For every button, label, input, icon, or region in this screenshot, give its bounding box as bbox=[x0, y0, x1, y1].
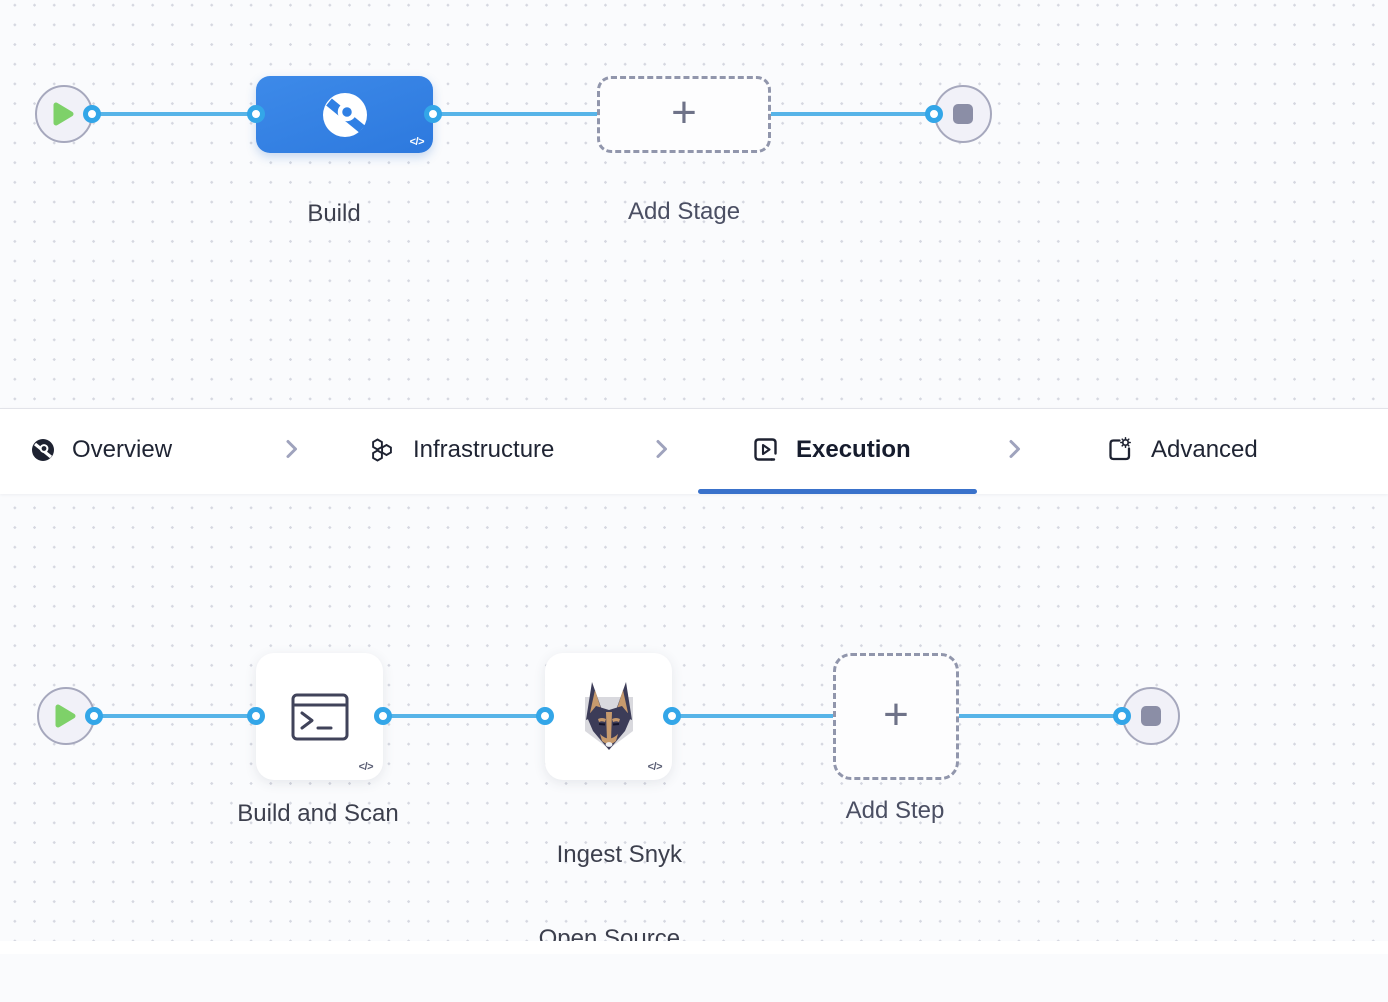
active-tab-indicator bbox=[698, 489, 977, 494]
tab-overview[interactable]: Overview bbox=[31, 409, 172, 490]
ci-overview-icon bbox=[31, 438, 55, 462]
terminal-icon bbox=[291, 693, 349, 741]
code-toggle-badge[interactable]: </> bbox=[358, 761, 374, 773]
plus-icon: + bbox=[883, 689, 909, 739]
run-pipeline-icon bbox=[752, 436, 779, 463]
flow-line bbox=[771, 112, 934, 116]
hexagons-icon bbox=[368, 436, 396, 464]
connector-port[interactable] bbox=[663, 707, 681, 725]
connector-port[interactable] bbox=[925, 105, 943, 123]
stage-label: Build bbox=[307, 200, 361, 227]
add-step-label: Add Step bbox=[845, 797, 945, 824]
pipeline-end-node[interactable] bbox=[934, 85, 992, 143]
tab-label: Infrastructure bbox=[413, 435, 555, 463]
flow-line bbox=[433, 112, 597, 116]
snyk-doberman-icon bbox=[573, 679, 645, 755]
chevron-right-icon bbox=[648, 435, 676, 463]
tab-label: Advanced bbox=[1151, 435, 1258, 463]
code-toggle-badge[interactable]: </> bbox=[409, 136, 425, 148]
stage-end-node[interactable] bbox=[1122, 687, 1180, 745]
tab-execution[interactable]: Execution bbox=[752, 409, 911, 490]
add-step-button[interactable]: + bbox=[833, 653, 959, 780]
ci-stage-icon bbox=[321, 91, 369, 139]
step-label: Build and Scan bbox=[237, 800, 399, 827]
tab-label: Overview bbox=[72, 435, 173, 463]
code-toggle-badge[interactable]: </> bbox=[647, 761, 663, 773]
flow-line bbox=[383, 714, 545, 718]
connector-port[interactable] bbox=[83, 105, 101, 123]
connector-port[interactable] bbox=[374, 707, 392, 725]
advanced-gear-icon bbox=[1106, 436, 1134, 464]
tab-label: Execution bbox=[796, 435, 911, 463]
flow-line bbox=[672, 714, 833, 718]
chevron-right-icon bbox=[1001, 435, 1029, 463]
execution-step-canvas: </> </> + bbox=[0, 494, 1388, 952]
tab-infrastructure[interactable]: Infrastructure bbox=[368, 409, 554, 490]
connector-port[interactable] bbox=[536, 707, 554, 725]
plus-icon: + bbox=[671, 87, 697, 137]
add-stage-button[interactable]: + bbox=[597, 76, 771, 153]
connector-port[interactable] bbox=[85, 707, 103, 725]
add-stage-label: Add Stage bbox=[627, 198, 741, 225]
connector-port[interactable] bbox=[1113, 707, 1131, 725]
stop-icon bbox=[953, 104, 973, 124]
flow-line bbox=[94, 714, 257, 718]
chevron-right-icon bbox=[278, 435, 306, 463]
play-icon bbox=[52, 101, 76, 127]
flow-line bbox=[959, 714, 1122, 718]
step-label: Ingest Snyk Open Source... bbox=[512, 792, 700, 1002]
step-node-build-and-scan[interactable]: </> bbox=[256, 653, 383, 780]
stage-config-tab-bar: Overview Infrastructure Exec bbox=[0, 408, 1388, 494]
step-label-line1: Ingest Snyk bbox=[556, 841, 683, 868]
stage-node-build[interactable]: </> bbox=[256, 76, 433, 153]
flow-line bbox=[92, 112, 256, 116]
connector-port[interactable] bbox=[247, 707, 265, 725]
play-icon bbox=[54, 703, 78, 729]
stage-canvas: </> + Build Add Stage bbox=[0, 0, 1388, 408]
stop-icon bbox=[1141, 706, 1161, 726]
connector-port[interactable] bbox=[247, 105, 265, 123]
step-node-ingest-snyk[interactable]: </> bbox=[545, 653, 672, 780]
tab-advanced[interactable]: Advanced bbox=[1106, 409, 1258, 490]
canvas-bottom-edge bbox=[0, 941, 1388, 954]
connector-port[interactable] bbox=[424, 105, 442, 123]
